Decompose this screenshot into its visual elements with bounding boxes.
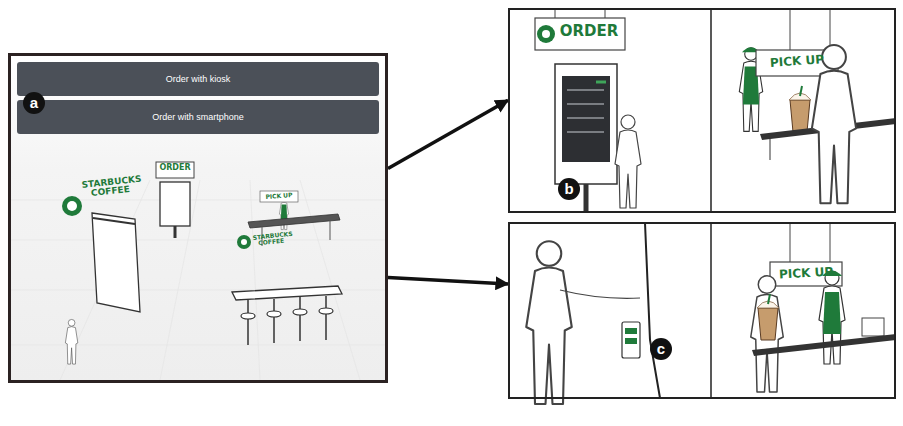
callout-number: c bbox=[650, 338, 672, 360]
option-button: Order with smartphone bbox=[17, 100, 379, 134]
left-scene bbox=[11, 56, 385, 380]
left-scene bbox=[241, 313, 255, 319]
kiosk-scene bbox=[789, 86, 811, 132]
kiosk-scene bbox=[535, 9, 896, 212]
left-scene bbox=[260, 191, 298, 202]
left-scene bbox=[248, 296, 326, 345]
left-scene bbox=[267, 311, 281, 317]
smartphone-scene bbox=[526, 223, 896, 404]
button-label: Order with smartphone bbox=[152, 112, 244, 122]
left-scene bbox=[293, 309, 307, 315]
sign-text: PICK UP bbox=[771, 265, 842, 281]
kiosk-scene bbox=[830, 9, 831, 50]
smartphone-scene bbox=[560, 290, 640, 298]
kiosk-scene bbox=[596, 81, 606, 84]
smartphone-scene bbox=[830, 223, 831, 262]
smartphone-scene bbox=[862, 318, 884, 336]
sign-text: ORDER bbox=[556, 24, 622, 40]
kiosk-scene bbox=[615, 115, 641, 208]
smartphone-scene bbox=[752, 334, 896, 356]
left-scene bbox=[67, 201, 77, 211]
kiosk-scene bbox=[567, 117, 604, 119]
smartphone-scene bbox=[819, 271, 845, 365]
kiosk-scene bbox=[605, 9, 606, 18]
left-scene bbox=[325, 296, 327, 340]
sign-text: PICK UP bbox=[260, 192, 298, 201]
left-scene bbox=[11, 240, 385, 241]
scene-panel: a Order with kioskOrder with smartphone bbox=[8, 53, 388, 383]
kiosk-scene bbox=[535, 18, 625, 50]
left-scene bbox=[319, 308, 333, 314]
left-scene bbox=[330, 220, 331, 240]
left-scene bbox=[273, 299, 275, 343]
left-scene bbox=[160, 182, 190, 226]
button-label: Order with kiosk bbox=[166, 74, 231, 84]
scene-panel: b bbox=[508, 8, 896, 213]
smartphone-scene bbox=[751, 276, 784, 392]
left-scene bbox=[62, 196, 82, 216]
left-scene bbox=[60, 180, 150, 380]
kiosk-scene bbox=[567, 89, 604, 91]
left-scene bbox=[247, 300, 249, 345]
kiosk-scene bbox=[567, 131, 604, 133]
flow-arrow bbox=[388, 277, 508, 284]
left-scene bbox=[237, 235, 251, 249]
kiosk-scene bbox=[710, 9, 712, 212]
left-scene bbox=[93, 218, 135, 224]
kiosk-scene bbox=[584, 184, 589, 211]
left-scene bbox=[11, 56, 385, 380]
left-scene bbox=[248, 214, 340, 228]
left-scene bbox=[65, 319, 77, 364]
left-scene bbox=[241, 308, 333, 319]
kiosk-scene bbox=[770, 139, 771, 160]
kiosk-scene bbox=[537, 25, 555, 43]
sign-text: PICK UP bbox=[757, 52, 838, 70]
sign-text: ORDER bbox=[156, 164, 194, 172]
kiosk-scene bbox=[555, 9, 556, 18]
smartphone-scene bbox=[625, 328, 637, 334]
sign-text: STARBUCKS COFFEE bbox=[81, 175, 139, 200]
left-scene bbox=[241, 239, 247, 245]
kiosk-scene bbox=[790, 9, 791, 50]
option-button: Order with kiosk bbox=[17, 62, 379, 96]
left-scene bbox=[299, 297, 301, 341]
kiosk-scene bbox=[555, 64, 617, 184]
left-scene bbox=[174, 226, 177, 238]
left-scene bbox=[250, 180, 260, 380]
callout-number: a bbox=[23, 92, 45, 114]
callout-number: b bbox=[558, 178, 580, 200]
kiosk-scene bbox=[562, 76, 610, 162]
kiosk-scene bbox=[567, 90, 604, 132]
smartphone-scene bbox=[526, 241, 572, 404]
smartphone-scene bbox=[625, 338, 637, 344]
scene-panel: c bbox=[508, 222, 896, 399]
kiosk-scene bbox=[812, 45, 856, 203]
left-scene bbox=[160, 180, 200, 380]
flow-arrow bbox=[388, 100, 508, 168]
smartphone-scene bbox=[622, 322, 640, 358]
left-scene bbox=[11, 180, 385, 380]
kiosk-scene bbox=[567, 103, 604, 105]
left-scene bbox=[300, 180, 360, 380]
smartphone-scene bbox=[790, 223, 791, 262]
smartphone-scene bbox=[757, 294, 779, 340]
kiosk-scene bbox=[542, 30, 550, 38]
left-scene bbox=[92, 213, 140, 312]
smartphone-scene bbox=[710, 223, 712, 398]
smartphone-scene bbox=[645, 223, 660, 398]
sign-text: STARBUCKS COFFEE bbox=[252, 231, 289, 247]
left-scene bbox=[156, 162, 194, 178]
